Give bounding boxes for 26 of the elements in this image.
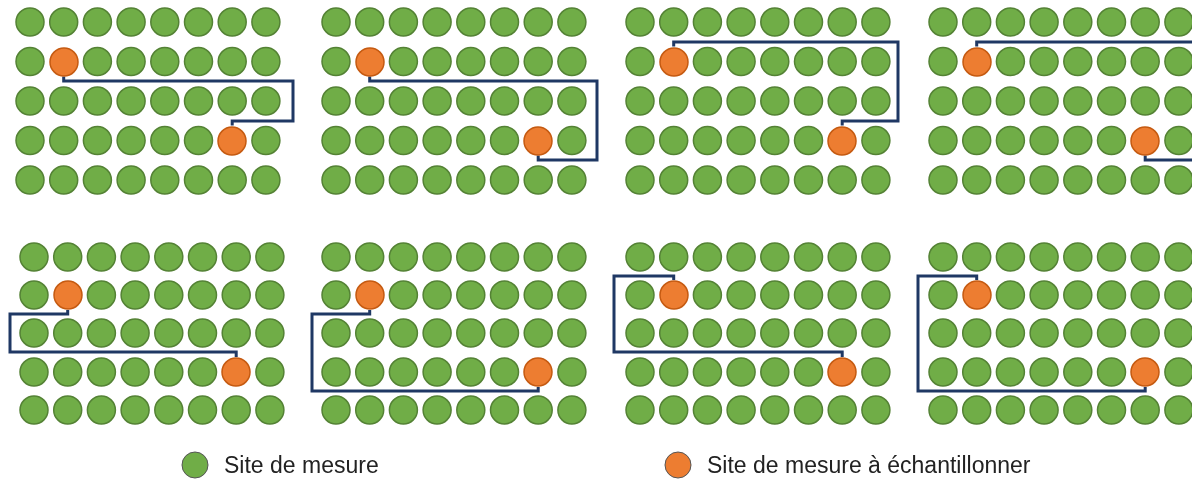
sampling-site-circle xyxy=(354,280,385,310)
cable-route-line xyxy=(672,40,900,126)
sampling-site-circle xyxy=(48,46,79,77)
cable-route-line xyxy=(975,40,1192,162)
sampling-site-circle xyxy=(217,125,248,156)
sampling-site-circle xyxy=(961,280,992,310)
cable-route-line xyxy=(916,274,1147,393)
sampling-site-circle xyxy=(827,125,858,156)
legend-label: Site de mesure à échantillonner xyxy=(707,451,1031,479)
sampling-site-circle xyxy=(658,280,689,310)
sampling-site-circle xyxy=(523,125,554,156)
sampling-site-circle xyxy=(523,357,554,387)
cable-route-line xyxy=(612,274,844,357)
legend-label: Site de mesure xyxy=(224,451,379,479)
sampling-site-circle xyxy=(827,357,858,387)
cable-route-line xyxy=(8,310,238,357)
sampling-site-circle xyxy=(1130,357,1161,387)
sampling-site-circle xyxy=(354,46,385,77)
sampling-site-circle xyxy=(658,46,689,77)
cable-route-line xyxy=(368,76,599,162)
sampling-site-circle xyxy=(221,357,252,387)
cable-route-line xyxy=(310,310,540,393)
sampling-site-circle xyxy=(961,46,992,77)
cable-route-line xyxy=(62,76,295,126)
sampling-site-circle xyxy=(1130,125,1161,156)
sampling-site-circle xyxy=(52,280,83,310)
